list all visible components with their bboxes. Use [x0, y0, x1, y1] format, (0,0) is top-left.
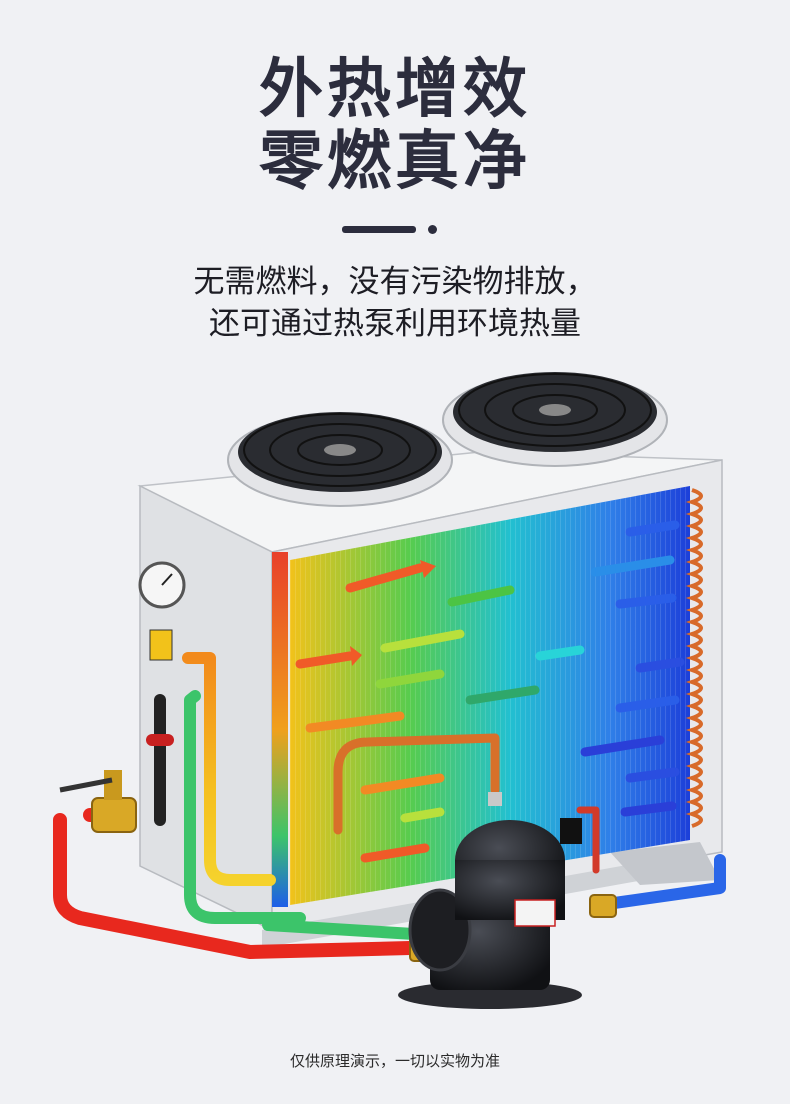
page-title-line1: 外热增效	[259, 53, 531, 127]
pressure-gauge-icon	[138, 561, 186, 609]
fan-right	[442, 372, 668, 467]
title-divider-dot	[428, 225, 437, 234]
refrigerant-pipes	[53, 652, 726, 959]
subtitle-line1: 无需燃料，没有污染物排放，	[193, 264, 597, 300]
heat-pump-illustration	[53, 372, 726, 1009]
disclaimer-footnote: 仅供原理演示，一切以实物为准	[289, 1052, 500, 1070]
copper-coil	[685, 488, 703, 828]
subtitle-line2: 还可通过热泵利用环境热量	[209, 306, 581, 342]
heat-flow-arrows	[295, 520, 685, 863]
compressor-icon	[398, 792, 582, 1009]
brass-valve-left	[59, 770, 137, 833]
warning-label	[149, 629, 173, 661]
fan-left	[227, 412, 453, 507]
title-divider-bar	[342, 226, 416, 233]
front-heat-strip	[272, 552, 288, 907]
page-title-line2: 零燃真净	[259, 125, 531, 199]
